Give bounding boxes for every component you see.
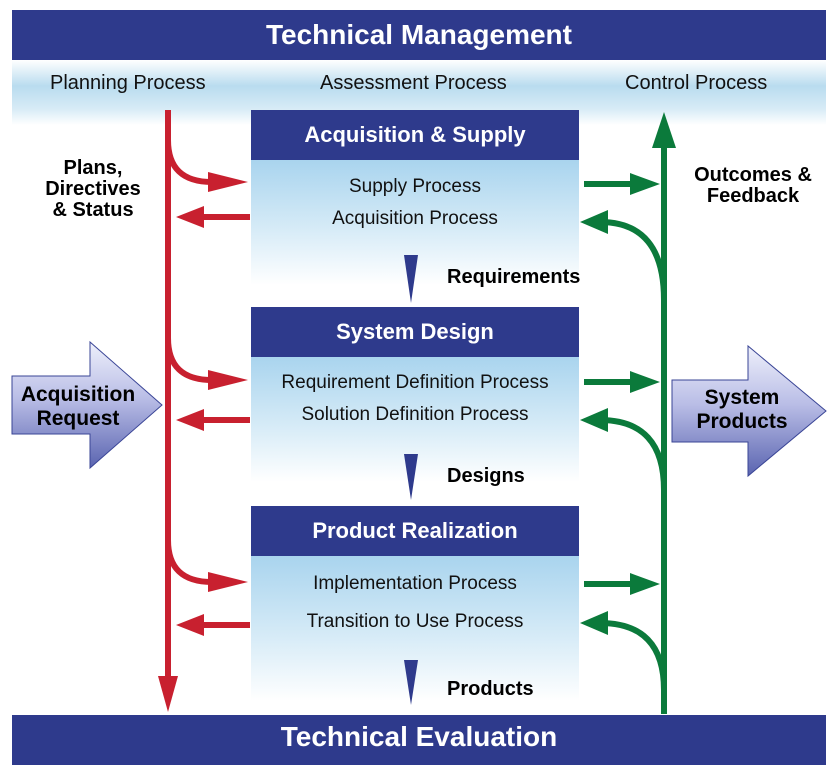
process-requirement-definition: Requirement Definition Process: [281, 372, 549, 393]
stage-title: Acquisition & Supply: [304, 122, 526, 147]
assessment-process-label: Assessment Process: [320, 72, 507, 94]
process-implementation: Implementation Process: [313, 573, 517, 594]
input-label-line: Request: [36, 407, 120, 430]
control-line: [584, 145, 667, 714]
output-label-line: System: [704, 386, 780, 409]
planning-line: [165, 110, 250, 680]
side-label-line: Directives: [45, 178, 141, 200]
planning-arrowheads: [158, 172, 248, 712]
control-arrowheads: [580, 112, 676, 635]
process-solution-definition: Solution Definition Process: [301, 404, 529, 425]
control-process-label: Control Process: [625, 72, 768, 94]
side-label-line: Plans,: [63, 157, 123, 179]
technical-evaluation-title: Technical Evaluation: [280, 721, 558, 752]
stage-title: Product Realization: [312, 518, 518, 543]
stage-header-acquisition: Acquisition & Supply: [251, 110, 579, 160]
process-transition-to-use: Transition to Use Process: [306, 611, 524, 632]
side-label-line: & Status: [52, 199, 134, 221]
stage-header-realization: Product Realization: [251, 506, 579, 556]
stage-header-design: System Design: [251, 307, 579, 357]
system-products-label: System Products: [676, 386, 808, 434]
planning-process-label: Planning Process: [50, 72, 206, 94]
acquisition-request-arrow: [11, 340, 163, 470]
system-products-arrow: [671, 344, 827, 478]
technical-management-bar: Technical Management: [12, 10, 826, 60]
stage-down-arrows: [404, 255, 418, 705]
acquisition-request-label: Acquisition Request: [12, 383, 144, 431]
flow-label-products: Products: [447, 678, 534, 700]
technical-management-title: Technical Management: [265, 19, 572, 50]
input-label-line: Acquisition: [20, 383, 136, 406]
side-label-line: Outcomes &: [694, 164, 812, 186]
process-supply: Supply Process: [348, 176, 481, 197]
flow-label-requirements: Requirements: [447, 266, 581, 288]
outcomes-feedback-label: Outcomes & Feedback: [678, 165, 828, 207]
stage-title: System Design: [336, 319, 494, 344]
flow-label-designs: Designs: [447, 465, 525, 487]
process-acquisition: Acquisition Process: [332, 208, 498, 229]
plans-directives-status-label: Plans, Directives & Status: [28, 158, 158, 221]
output-label-line: Products: [696, 410, 788, 433]
side-label-line: Feedback: [706, 185, 800, 207]
